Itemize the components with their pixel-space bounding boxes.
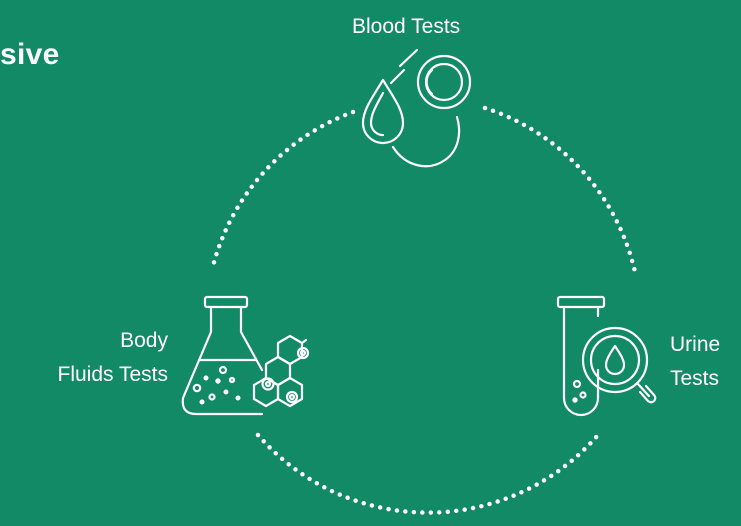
blood-drop-icon (361, 48, 472, 168)
dotted-arc-top-right (482, 105, 638, 275)
test-tube-magnifier-icon (556, 295, 657, 417)
body-fluids-tests-label: Body Fluids Tests (18, 324, 169, 392)
blood-tests-label: Blood Tests (352, 15, 461, 38)
body-fluids-label-line1: Body (120, 329, 168, 352)
urine-label-line1: Urine (670, 333, 721, 356)
dotted-cycle-ring (209, 105, 638, 515)
urine-label-line2: Tests (670, 367, 720, 390)
dotted-arc-top-left (209, 109, 356, 273)
dotted-arc-bottom (255, 432, 601, 515)
page-heading: sive (0, 38, 60, 71)
urine-tests-label: Urine Tests (670, 328, 720, 396)
flask-molecule-icon (181, 295, 310, 416)
body-fluids-label-line2: Fluids Tests (57, 363, 169, 386)
